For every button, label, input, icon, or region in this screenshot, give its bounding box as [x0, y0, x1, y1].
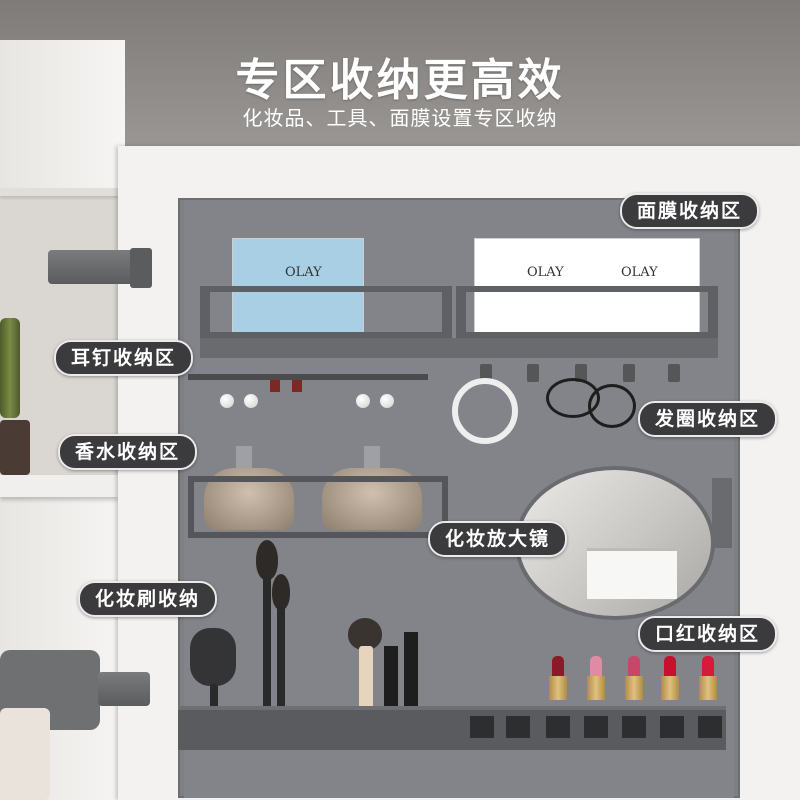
tray-slot [698, 716, 722, 738]
hook-icon [575, 364, 587, 382]
mask-holder-right [456, 286, 718, 342]
tray-slot [546, 716, 570, 738]
mirror-mount [712, 478, 732, 548]
subline: 化妆品、工具、面膜设置专区收纳 [242, 106, 558, 130]
hinge-icon [98, 672, 150, 706]
brush-handle [404, 632, 418, 710]
brush-handle [277, 606, 285, 712]
hair-tie-white [452, 378, 518, 444]
mask-brand-label: OLAY [285, 265, 322, 280]
perfume-tray [188, 476, 448, 538]
tray-slot [660, 716, 684, 738]
lipstick [702, 656, 714, 676]
lipstick [664, 656, 676, 676]
tray-slot [470, 716, 494, 738]
earring-stud [292, 380, 302, 392]
mask-brand-label: OLAY [621, 265, 658, 280]
tray-slot [622, 716, 646, 738]
hook-icon [668, 364, 680, 382]
label-perfume-zone: 香水收纳区 [58, 434, 198, 470]
mask-brand-label: OLAY [527, 265, 564, 280]
earring-stud [270, 380, 280, 392]
brush-handle [263, 576, 271, 712]
lipstick [590, 656, 602, 676]
lipstick [628, 656, 640, 676]
lipstick-body [625, 676, 643, 700]
cabinet-shelf [0, 188, 118, 196]
cream-jar [0, 708, 50, 800]
brush-handle [359, 646, 373, 710]
green-bottle [0, 318, 20, 418]
hinge-plate [130, 248, 152, 288]
pearl-earring [244, 394, 258, 408]
pearl-earring [220, 394, 234, 408]
mask-holder-left [200, 286, 452, 342]
lipstick-body [699, 676, 717, 700]
makeup-brush [348, 618, 382, 650]
tray-slot [506, 716, 530, 738]
makeup-brush [272, 574, 290, 610]
label-magnifier: 化妆放大镜 [428, 521, 568, 557]
tray-slot [584, 716, 608, 738]
mask-holder-base [200, 338, 718, 358]
brush-handle [384, 646, 398, 710]
hook-icon [623, 364, 635, 382]
small-jar [0, 420, 30, 475]
label-brush-zone: 化妆刷收纳 [78, 581, 218, 617]
lipstick-body [661, 676, 679, 700]
hair-comb [190, 628, 236, 686]
lipstick-body [587, 676, 605, 700]
hook-icon [480, 364, 492, 382]
comb-handle [210, 684, 218, 712]
perfume-cap [364, 446, 380, 468]
ceiling [0, 0, 800, 150]
makeup-brush [256, 540, 278, 580]
perfume-cap [236, 446, 252, 468]
lipstick [552, 656, 564, 676]
label-earring-zone: 耳钉收纳区 [54, 340, 194, 376]
headline: 专区收纳更高效 [235, 55, 565, 106]
label-lipstick-zone: 口红收纳区 [638, 616, 778, 652]
earring-rail [188, 374, 428, 380]
hook-icon [527, 364, 539, 382]
cabinet-shelf [0, 475, 118, 497]
label-hair-tie-zone: 发圈收纳区 [638, 401, 778, 437]
mirror-reflection [587, 548, 677, 599]
label-mask-zone: 面膜收纳区 [620, 193, 760, 229]
lipstick-body [549, 676, 567, 700]
pearl-earring [356, 394, 370, 408]
hair-tie-black [588, 384, 636, 428]
pearl-earring [380, 394, 394, 408]
